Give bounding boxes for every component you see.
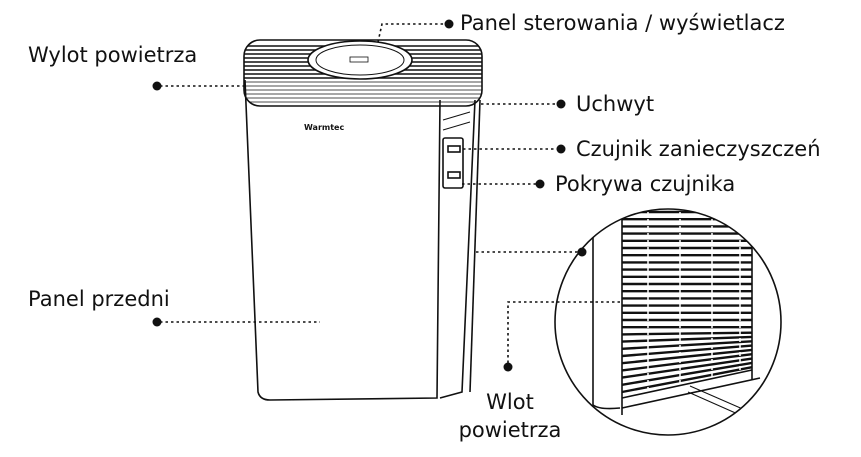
side-outline bbox=[439, 99, 476, 399]
label-pollution-sensor: Czujnik zanieczyszczeń bbox=[576, 137, 821, 161]
inlet-magnifier bbox=[554, 208, 782, 436]
magnifier-circle bbox=[554, 208, 782, 436]
base-foot bbox=[687, 385, 746, 416]
grille-slat bbox=[621, 331, 753, 336]
grille-slat bbox=[621, 335, 753, 343]
grille-slat bbox=[621, 344, 753, 358]
label-air-outlet: Wylot powietrza bbox=[28, 43, 198, 67]
inlet-grille bbox=[621, 209, 753, 395]
bullet-sensor-cover bbox=[535, 179, 545, 189]
bullet-magnifier bbox=[577, 247, 587, 257]
grille-slat bbox=[621, 348, 753, 365]
inlet-side-edge bbox=[592, 209, 621, 410]
sensor-cover-shape bbox=[442, 137, 464, 189]
grille-slat bbox=[621, 353, 753, 372]
bullet-air-inlet bbox=[503, 362, 513, 372]
bullet-handle bbox=[556, 99, 566, 109]
bullet-pollution-sensor bbox=[556, 144, 566, 154]
leader-control-panel bbox=[377, 23, 448, 43]
label-handle: Uchwyt bbox=[576, 92, 655, 116]
handle-recess bbox=[442, 111, 471, 131]
brand-logo: Warmtec bbox=[304, 123, 345, 132]
display-digits bbox=[349, 56, 369, 63]
control-panel-display bbox=[315, 44, 405, 76]
grille-slat bbox=[621, 361, 753, 386]
side-back-edge bbox=[469, 99, 481, 393]
top-cap bbox=[243, 39, 483, 107]
grille-slat bbox=[621, 366, 753, 394]
label-sensor-cover: Pokrywa czujnika bbox=[555, 172, 736, 196]
label-front-panel: Panel przedni bbox=[28, 287, 170, 311]
label-air-inlet-line1: Wlot bbox=[486, 390, 534, 414]
sensor-slot bbox=[447, 145, 461, 153]
bullet-front-panel bbox=[152, 317, 162, 327]
label-air-inlet-line2: powietrza bbox=[458, 418, 562, 442]
grille-slat bbox=[621, 357, 753, 379]
purifier-body bbox=[243, 39, 483, 401]
bullet-control-panel bbox=[444, 19, 454, 29]
front-panel-outline bbox=[244, 79, 441, 401]
leader-air-inlet bbox=[507, 301, 620, 364]
grille-slat bbox=[621, 340, 753, 350]
label-control-panel: Panel sterowania / wyświetlacz bbox=[460, 11, 785, 35]
sensor-slot bbox=[447, 171, 461, 179]
bullet-air-outlet bbox=[152, 81, 162, 91]
